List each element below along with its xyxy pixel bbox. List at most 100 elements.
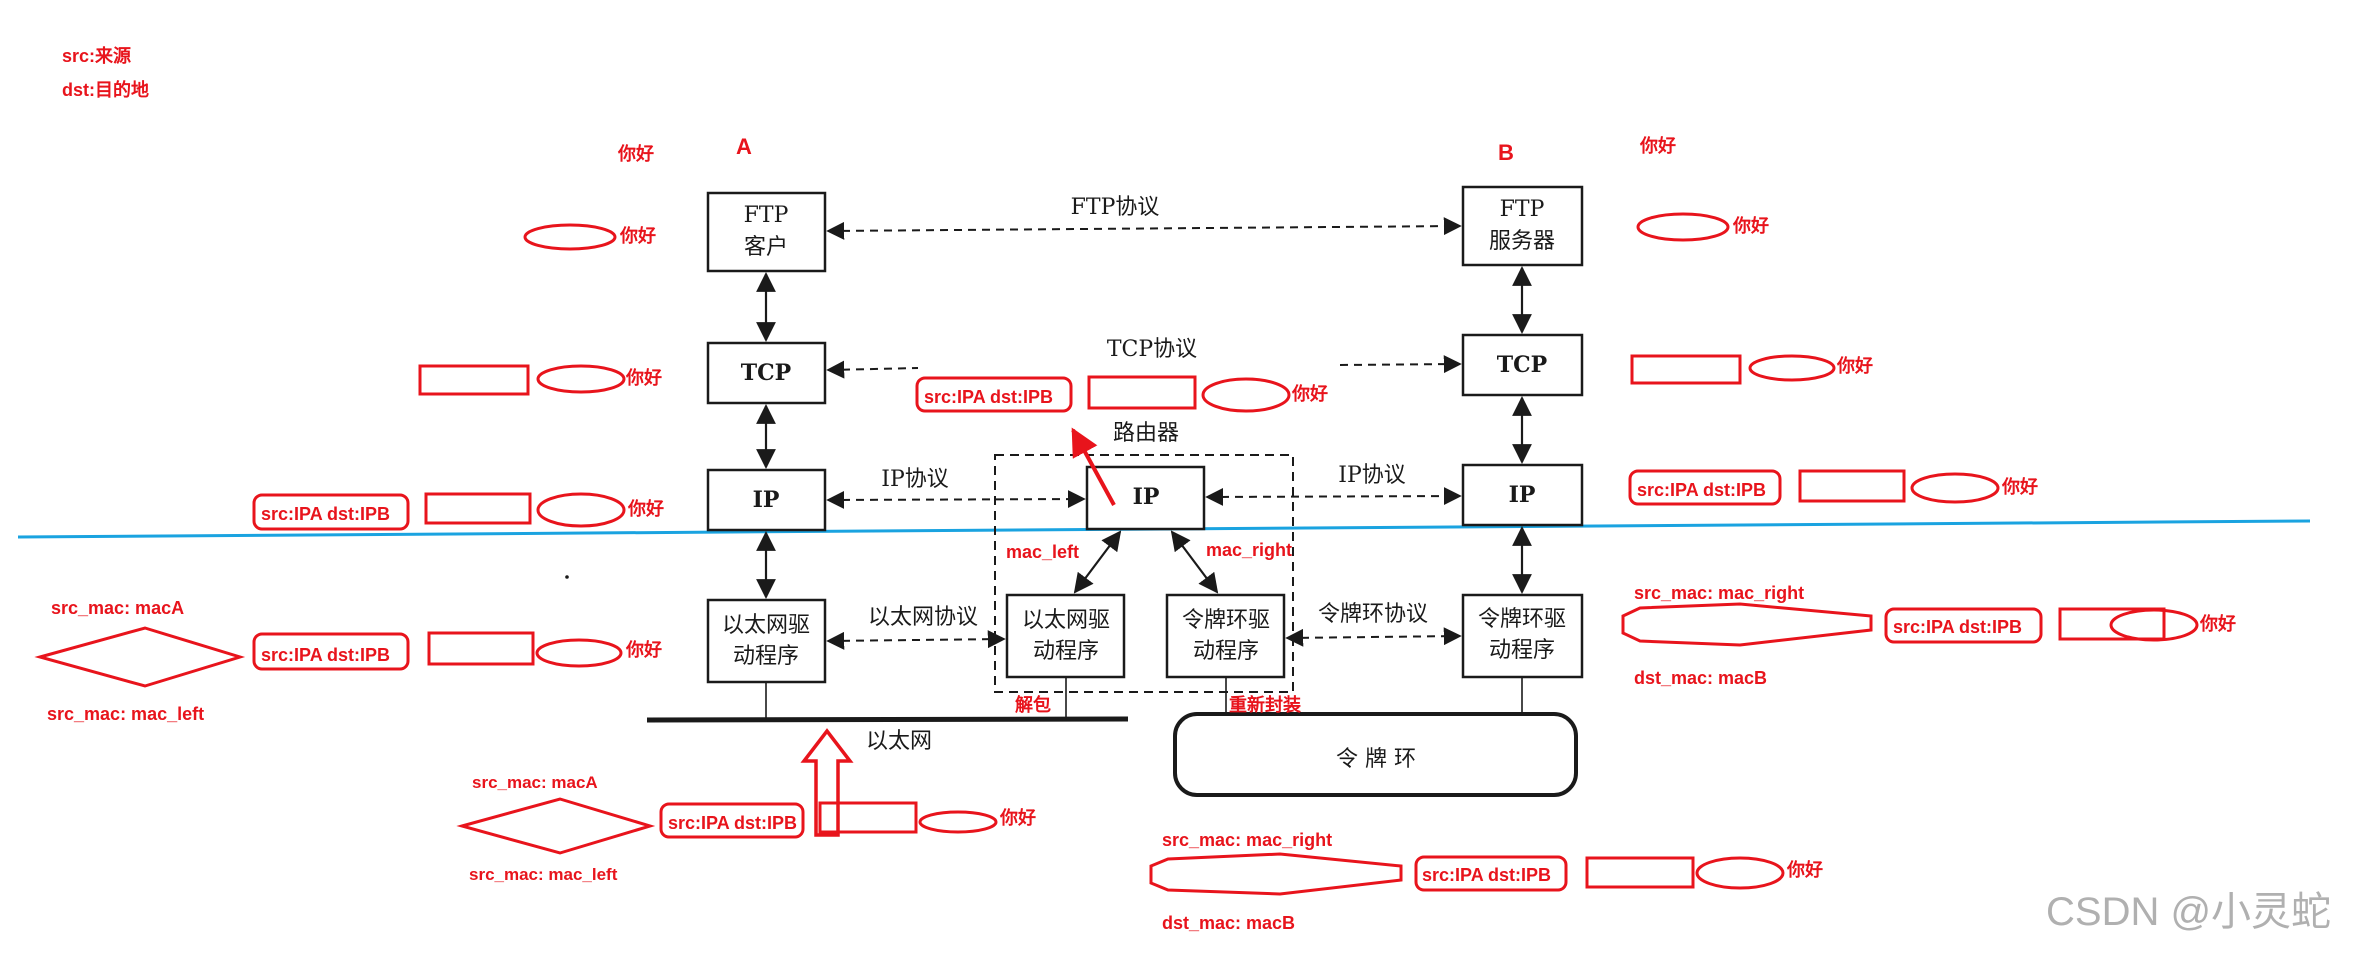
payload-label-tcp-b: 你好 — [1836, 355, 1873, 376]
ip-box-router — [1085, 465, 1206, 531]
token-driver-b-line1: 令牌环驱 — [1478, 607, 1566, 632]
payload-ellipse-tcp-b — [1748, 354, 1836, 382]
legend-dst: dst:目的地 — [62, 79, 149, 100]
src-mac-left-label-wire: src_mac: mac_left — [469, 865, 618, 884]
ethernet-upload-arrow — [800, 728, 854, 837]
mac-frame-token-b — [1621, 602, 1873, 647]
payload-label-ip-b: 你好 — [2001, 476, 2038, 497]
token-driver-router-line1: 令牌环驱 — [1182, 608, 1270, 633]
tcp-header-rect-token-b — [2058, 607, 2166, 641]
mac-frame-token-wire — [1149, 852, 1403, 896]
token-protocol-arrow — [1285, 627, 1462, 647]
ip-header-frame-ip-b — [1628, 469, 1782, 506]
token-driver-router-line2: 动程序 — [1193, 639, 1259, 664]
mac-right-label: mac_right — [1206, 540, 1292, 560]
ip-header-frame-eth-a — [252, 632, 410, 671]
ftp-client-line2: 客户 — [744, 235, 788, 260]
ip-header-frame-eth-wire — [659, 802, 805, 839]
ip-protocol-arrow-left — [826, 490, 1086, 509]
tcp-box-a — [706, 341, 827, 405]
tcp-header-rect-eth-wire — [818, 801, 918, 834]
ip-header-frame-tcp-mid — [915, 376, 1073, 413]
ip-header-label-tcp-mid: src:IPA dst:IPB — [924, 387, 1053, 407]
payload-ellipse-eth-a — [535, 638, 623, 668]
ftp-protocol-label: FTP协议 — [1071, 195, 1160, 220]
ip-label-b: IP — [1509, 482, 1536, 508]
payload-label-eth-a: 你好 — [625, 639, 662, 660]
ip-header-frame-token-wire — [1414, 855, 1568, 892]
payload-label-ftp-b: 你好 — [1732, 215, 1769, 236]
ip-protocol-label-right: IP协议 — [1338, 463, 1406, 488]
payload-ellipse-tcp-mid — [1201, 377, 1291, 413]
tcp-header-rect-eth-a — [427, 631, 535, 666]
dst-mac-b-label-wire: dst_mac: macB — [1162, 913, 1295, 933]
ethernet-label: 以太网 — [866, 729, 932, 754]
token-ring-label: 令 牌 环 — [1336, 747, 1416, 772]
src-mac-left-label: src_mac: mac_left — [47, 704, 204, 724]
payload-label-tcp-a: 你好 — [625, 367, 662, 388]
tcp-header-rect-ip-b — [1798, 469, 1906, 503]
ftp-server-line1: FTP — [1500, 197, 1545, 222]
mac-left-label: mac_left — [1006, 542, 1079, 562]
token-driver-box-router — [1165, 593, 1286, 679]
token-driver-box-b — [1461, 593, 1584, 679]
ethernet-bus — [646, 716, 1129, 723]
payload-label-ip-a: 你好 — [627, 498, 664, 519]
ip-protocol-label-left: IP协议 — [881, 467, 949, 492]
tcp-header-rect-tcp-mid — [1087, 375, 1197, 410]
ip-header-frame-ip-a — [252, 493, 410, 531]
tcp-label-a: TCP — [741, 360, 791, 386]
unpack-label: 解包 — [1015, 694, 1051, 715]
src-mac-a-label: src_mac: macA — [51, 598, 184, 618]
payload-label-top-a: 你好 — [617, 143, 654, 164]
host-b-label: B — [1498, 140, 1514, 165]
payload-ellipse-token-b — [2109, 608, 2199, 642]
ethernet-protocol-label: 以太网协议 — [868, 605, 978, 630]
tcp-header-rect-tcp-b — [1630, 354, 1742, 385]
ftp-protocol-arrow — [826, 217, 1462, 240]
payload-ellipse-tcp-a — [536, 364, 626, 394]
payload-ellipse-ftp-a — [523, 223, 617, 251]
tcp-header-rect-token-wire — [1585, 856, 1695, 889]
ip-protocol-arrow-right — [1205, 487, 1462, 506]
ip-header-label-ip-b: src:IPA dst:IPB — [1637, 480, 1766, 500]
token-protocol-label: 令牌环协议 — [1318, 602, 1428, 627]
ip-label-router: IP — [1133, 484, 1160, 510]
ethernet-protocol-arrow — [826, 630, 1006, 650]
dst-mac-b-label-b: dst_mac: macB — [1634, 668, 1767, 688]
host-b-stack — [1461, 185, 1584, 679]
ftp-server-box — [1461, 185, 1584, 267]
payload-label-eth-wire: 你好 — [999, 807, 1036, 828]
payload-ellipse-ip-a — [536, 492, 626, 528]
payload-label-tcp-mid: 你好 — [1291, 383, 1328, 404]
router-title: 路由器 — [1113, 421, 1179, 446]
ip-header-frame-token-b — [1884, 607, 2043, 644]
tcp-label-b: TCP — [1497, 352, 1547, 378]
payload-ellipse-token-wire — [1695, 856, 1785, 890]
payload-label-top-b: 你好 — [1639, 135, 1676, 156]
eth-driver-router-line1: 以太网驱 — [1022, 608, 1110, 633]
ftp-server-line2: 服务器 — [1489, 229, 1555, 254]
ip-header-label-ip-a: src:IPA dst:IPB — [261, 504, 390, 524]
src-mac-right-label-wire: src_mac: mac_right — [1162, 830, 1332, 850]
ip-header-label-token-wire: src:IPA dst:IPB — [1422, 865, 1551, 885]
host-a-label: A — [736, 134, 752, 159]
tcp-header-rect-ip-a — [424, 492, 532, 525]
watermark: CSDN @小灵蛇 — [2046, 890, 2331, 934]
payload-label-ftp-a: 你好 — [619, 225, 656, 246]
stray-dot — [565, 575, 569, 579]
eth-driver-router-line2: 动程序 — [1033, 639, 1099, 664]
token-ring-box — [1173, 712, 1578, 797]
tcp-protocol-label: TCP协议 — [1107, 337, 1197, 362]
ip-label-a: IP — [753, 487, 780, 513]
payload-ellipse-ftp-b — [1636, 212, 1730, 242]
ftp-client-box — [706, 191, 827, 273]
router-upload-arrow — [1071, 427, 1116, 506]
payload-label-token-b: 你好 — [2199, 613, 2236, 634]
tcp-box-b — [1461, 333, 1584, 397]
payload-label-token-wire: 你好 — [1786, 859, 1823, 880]
ip-header-label-eth-a: src:IPA dst:IPB — [261, 645, 390, 665]
legend-src: src:来源 — [62, 45, 131, 66]
tcp-header-rect-tcp-a — [418, 364, 530, 396]
